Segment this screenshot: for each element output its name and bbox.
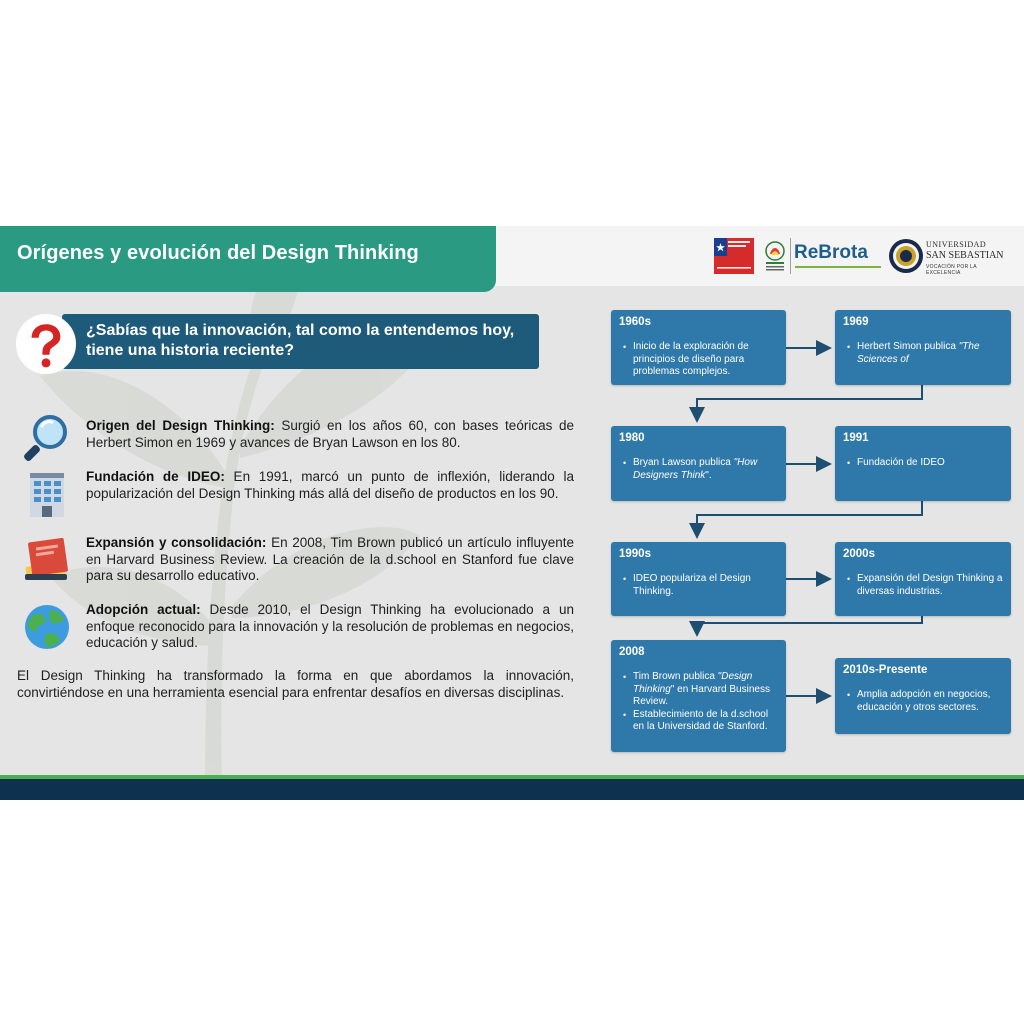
magnifier-icon [24, 415, 67, 461]
timeline-card-1991: 1991 Fundación de IDEO [835, 426, 1011, 501]
timeline-items: Bryan Lawson publica "How Designers Thin… [623, 457, 778, 482]
timeline-card-2008: 2008 Tim Brown publica "Design Thinking"… [611, 640, 786, 752]
timeline-card-1980: 1980 Bryan Lawson publica "How Designers… [611, 426, 786, 501]
timeline-item: Inicio de la exploración de principios d… [623, 341, 778, 379]
section-ideo: Fundación de IDEO: En 1991, marcó un pun… [86, 469, 574, 502]
footer-accent-stripe [0, 775, 1024, 779]
timeline-year: 1980 [619, 432, 645, 444]
timeline-card-2000s: 2000s Expansión del Design Thinking a di… [835, 542, 1011, 616]
plant-background-graphic [40, 246, 440, 800]
timeline-item: Bryan Lawson publica "How Designers Thin… [623, 457, 778, 482]
timeline-item: Fundación de IDEO [847, 457, 1003, 470]
connector-2000s-2008 [689, 616, 923, 637]
timeline-card-2010s-presente: 2010s-Presente Amplia adopción en negoci… [835, 658, 1011, 734]
uss-seal-icon [889, 239, 923, 273]
section-adopcion: Adopción actual: Desde 2010, el Design T… [86, 602, 574, 652]
timeline-year: 2010s-Presente [843, 664, 928, 676]
timeline-year: 1990s [619, 548, 651, 560]
logo-divider [790, 238, 791, 274]
timeline-item: Tim Brown publica "Design Thinking" en H… [623, 671, 778, 709]
rebrota-logo: ReBrota [794, 240, 884, 274]
uss-motto: VOCACIÓN POR LA EXCELENCIA [926, 264, 977, 276]
footer-bar [0, 779, 1024, 800]
section-adopcion-heading: Adopción actual: [86, 602, 201, 617]
uss-name-line1: UNIVERSIDAD [926, 240, 987, 249]
partner-logos: ReBrota UNIVERSIDAD SAN SEBASTIAN VOCACI… [712, 236, 1012, 276]
section-expansion: Expansión y consolidación: En 2008, Tim … [86, 535, 574, 585]
uss-name: UNIVERSIDAD SAN SEBASTIAN [926, 239, 1004, 261]
building-icon [30, 473, 64, 517]
timeline-items: IDEO populariza el Design Thinking. [623, 573, 778, 598]
timeline-year: 1960s [619, 316, 651, 328]
timeline-items: Tim Brown publica "Design Thinking" en H… [623, 671, 778, 734]
section-ideo-heading: Fundación de IDEO: [86, 469, 225, 484]
timeline-year: 2008 [619, 646, 645, 658]
timeline-item: Herbert Simon publica "The Sciences of [847, 341, 1003, 366]
timeline-items: Inicio de la exploración de principios d… [623, 341, 778, 379]
globe-icon [25, 605, 69, 649]
slide: Orígenes y evolución del Design Thinking… [0, 226, 1024, 800]
page-title: Orígenes y evolución del Design Thinking [17, 242, 419, 264]
question-mark-icon [16, 314, 76, 374]
connector-1969-1980 [689, 385, 923, 423]
timeline-item: IDEO populariza el Design Thinking. [623, 573, 778, 598]
universidad-san-sebastian-logo: UNIVERSIDAD SAN SEBASTIAN VOCACIÓN POR L… [888, 236, 1012, 276]
timeline-items: Expansión del Design Thinking a diversas… [847, 573, 1003, 598]
fia-logo [765, 241, 785, 271]
section-origen-body: Surgió en los años 60, con bases teórica… [86, 418, 574, 450]
section-origen: Origen del Design Thinking: Surgió en lo… [86, 418, 574, 451]
section-ideo-body: En 1991, marcó un punto de inflexión, li… [86, 469, 574, 501]
connector-1991-1990s [689, 501, 923, 539]
section-expansion-body: En 2008, Tim Brown publicó un artículo i… [86, 535, 574, 583]
section-expansion-heading: Expansión y consolidación: [86, 535, 267, 550]
timeline-items: Amplia adopción en negocios, educación y… [847, 689, 1003, 714]
book-icon [25, 537, 68, 580]
timeline-item: Establecimiento de la d.school en la Uni… [623, 709, 778, 734]
timeline-item: Expansión del Design Thinking a diversas… [847, 573, 1003, 598]
section-origen-heading: Origen del Design Thinking: [86, 418, 275, 433]
timeline-items: Fundación de IDEO [847, 457, 1003, 470]
title-banner: Orígenes y evolución del Design Thinking [0, 226, 496, 292]
rebrota-wordmark: ReBrota [794, 242, 868, 263]
timeline-card-1990s: 1990s IDEO populariza el Design Thinking… [611, 542, 786, 616]
rebrota-underline [795, 266, 881, 268]
closing-paragraph: El Design Thinking ha transformado la fo… [17, 668, 574, 700]
section-adopcion-body: Desde 2010, el Design Thinking ha evoluc… [86, 602, 574, 650]
question-text: ¿Sabías que la innovación, tal como la e… [86, 322, 515, 359]
timeline-items: Herbert Simon publica "The Sciences of [847, 341, 1003, 366]
timeline-item: Amplia adopción en negocios, educación y… [847, 689, 1003, 714]
uss-name-line2: SAN SEBASTIAN [926, 250, 1004, 261]
government-chile-logo [714, 238, 754, 274]
timeline-year: 1991 [843, 432, 869, 444]
question-banner: ¿Sabías que la innovación, tal como la e… [62, 314, 539, 369]
timeline-year: 1969 [843, 316, 869, 328]
timeline-year: 2000s [843, 548, 875, 560]
timeline-card-1960s: 1960s Inicio de la exploración de princi… [611, 310, 786, 385]
timeline-card-1969: 1969 Herbert Simon publica "The Sciences… [835, 310, 1011, 385]
